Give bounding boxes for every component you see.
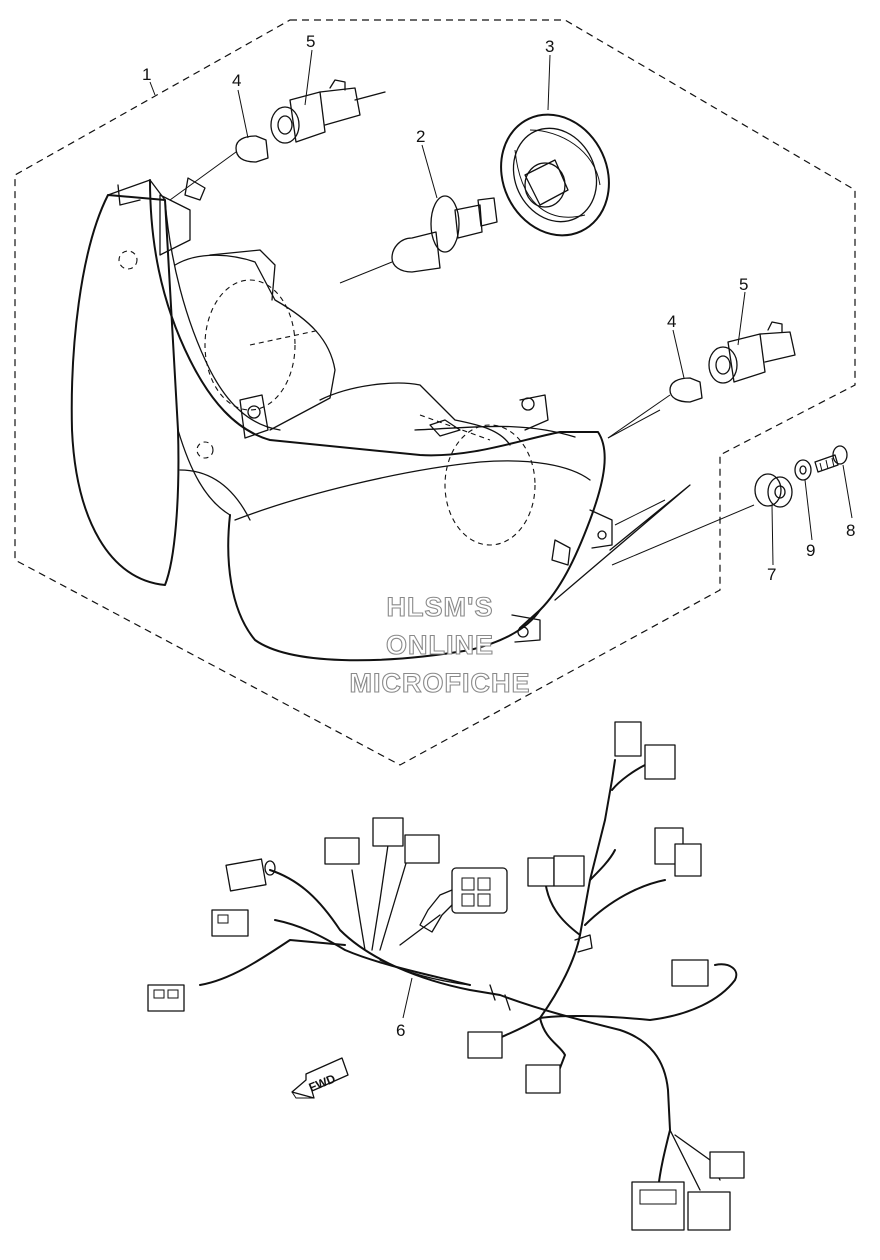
position-bulb-upper xyxy=(235,135,269,163)
callout-leaders xyxy=(149,49,853,1019)
bulb-socket-lower xyxy=(708,321,796,384)
connector-bottom-1 xyxy=(631,1181,685,1231)
connector-top-1 xyxy=(324,837,360,865)
callout-8: 8 xyxy=(846,521,855,540)
position-bulb-lower xyxy=(607,377,703,439)
connector-top-3 xyxy=(404,834,440,864)
connector-right xyxy=(671,959,709,987)
connector-center-left xyxy=(467,1031,503,1059)
socket-cover xyxy=(500,113,610,237)
assembly-boundary xyxy=(14,19,856,766)
connector-left-1 xyxy=(147,984,185,1012)
connector-bottom-3 xyxy=(709,1151,745,1179)
callout-5-upper: 5 xyxy=(306,32,315,51)
callout-5-lower: 5 xyxy=(739,275,748,294)
bulb-socket-upper xyxy=(169,79,386,201)
callout-9: 9 xyxy=(806,541,815,560)
wire-harness xyxy=(147,721,745,1231)
headlight-assembly xyxy=(70,177,691,662)
callout-6: 6 xyxy=(396,1021,405,1040)
fwd-arrow-icon: FWD xyxy=(291,1057,349,1099)
connector-upper-right-1 xyxy=(614,721,676,780)
callout-3: 3 xyxy=(545,37,554,56)
watermark: HLSM'S ONLINE MICROFICHE xyxy=(349,591,531,698)
watermark-line-1: HLSM'S xyxy=(387,592,494,622)
watermark-line-3: MICROFICHE xyxy=(350,668,531,698)
connector-top-2 xyxy=(372,817,404,847)
callout-1: 1 xyxy=(142,65,151,84)
connector-mid-1 xyxy=(527,855,585,887)
screw xyxy=(814,445,848,473)
grommet xyxy=(611,473,793,566)
callout-2: 2 xyxy=(416,127,425,146)
connector-center-low xyxy=(525,1064,561,1094)
headlight-bulb xyxy=(339,195,498,284)
connector-bottom-2 xyxy=(687,1191,731,1231)
watermark-line-2: ONLINE xyxy=(386,630,494,660)
connector-left-2 xyxy=(211,909,249,937)
callout-7: 7 xyxy=(767,565,776,584)
connector-left-3 xyxy=(225,858,276,892)
connector-upper-right-2 xyxy=(654,827,702,877)
callout-4-lower: 4 xyxy=(667,312,676,331)
callout-4-upper: 4 xyxy=(232,71,241,90)
washer xyxy=(794,459,812,481)
fwd-label: FWD xyxy=(307,1071,338,1094)
connector-headlight xyxy=(419,867,508,933)
